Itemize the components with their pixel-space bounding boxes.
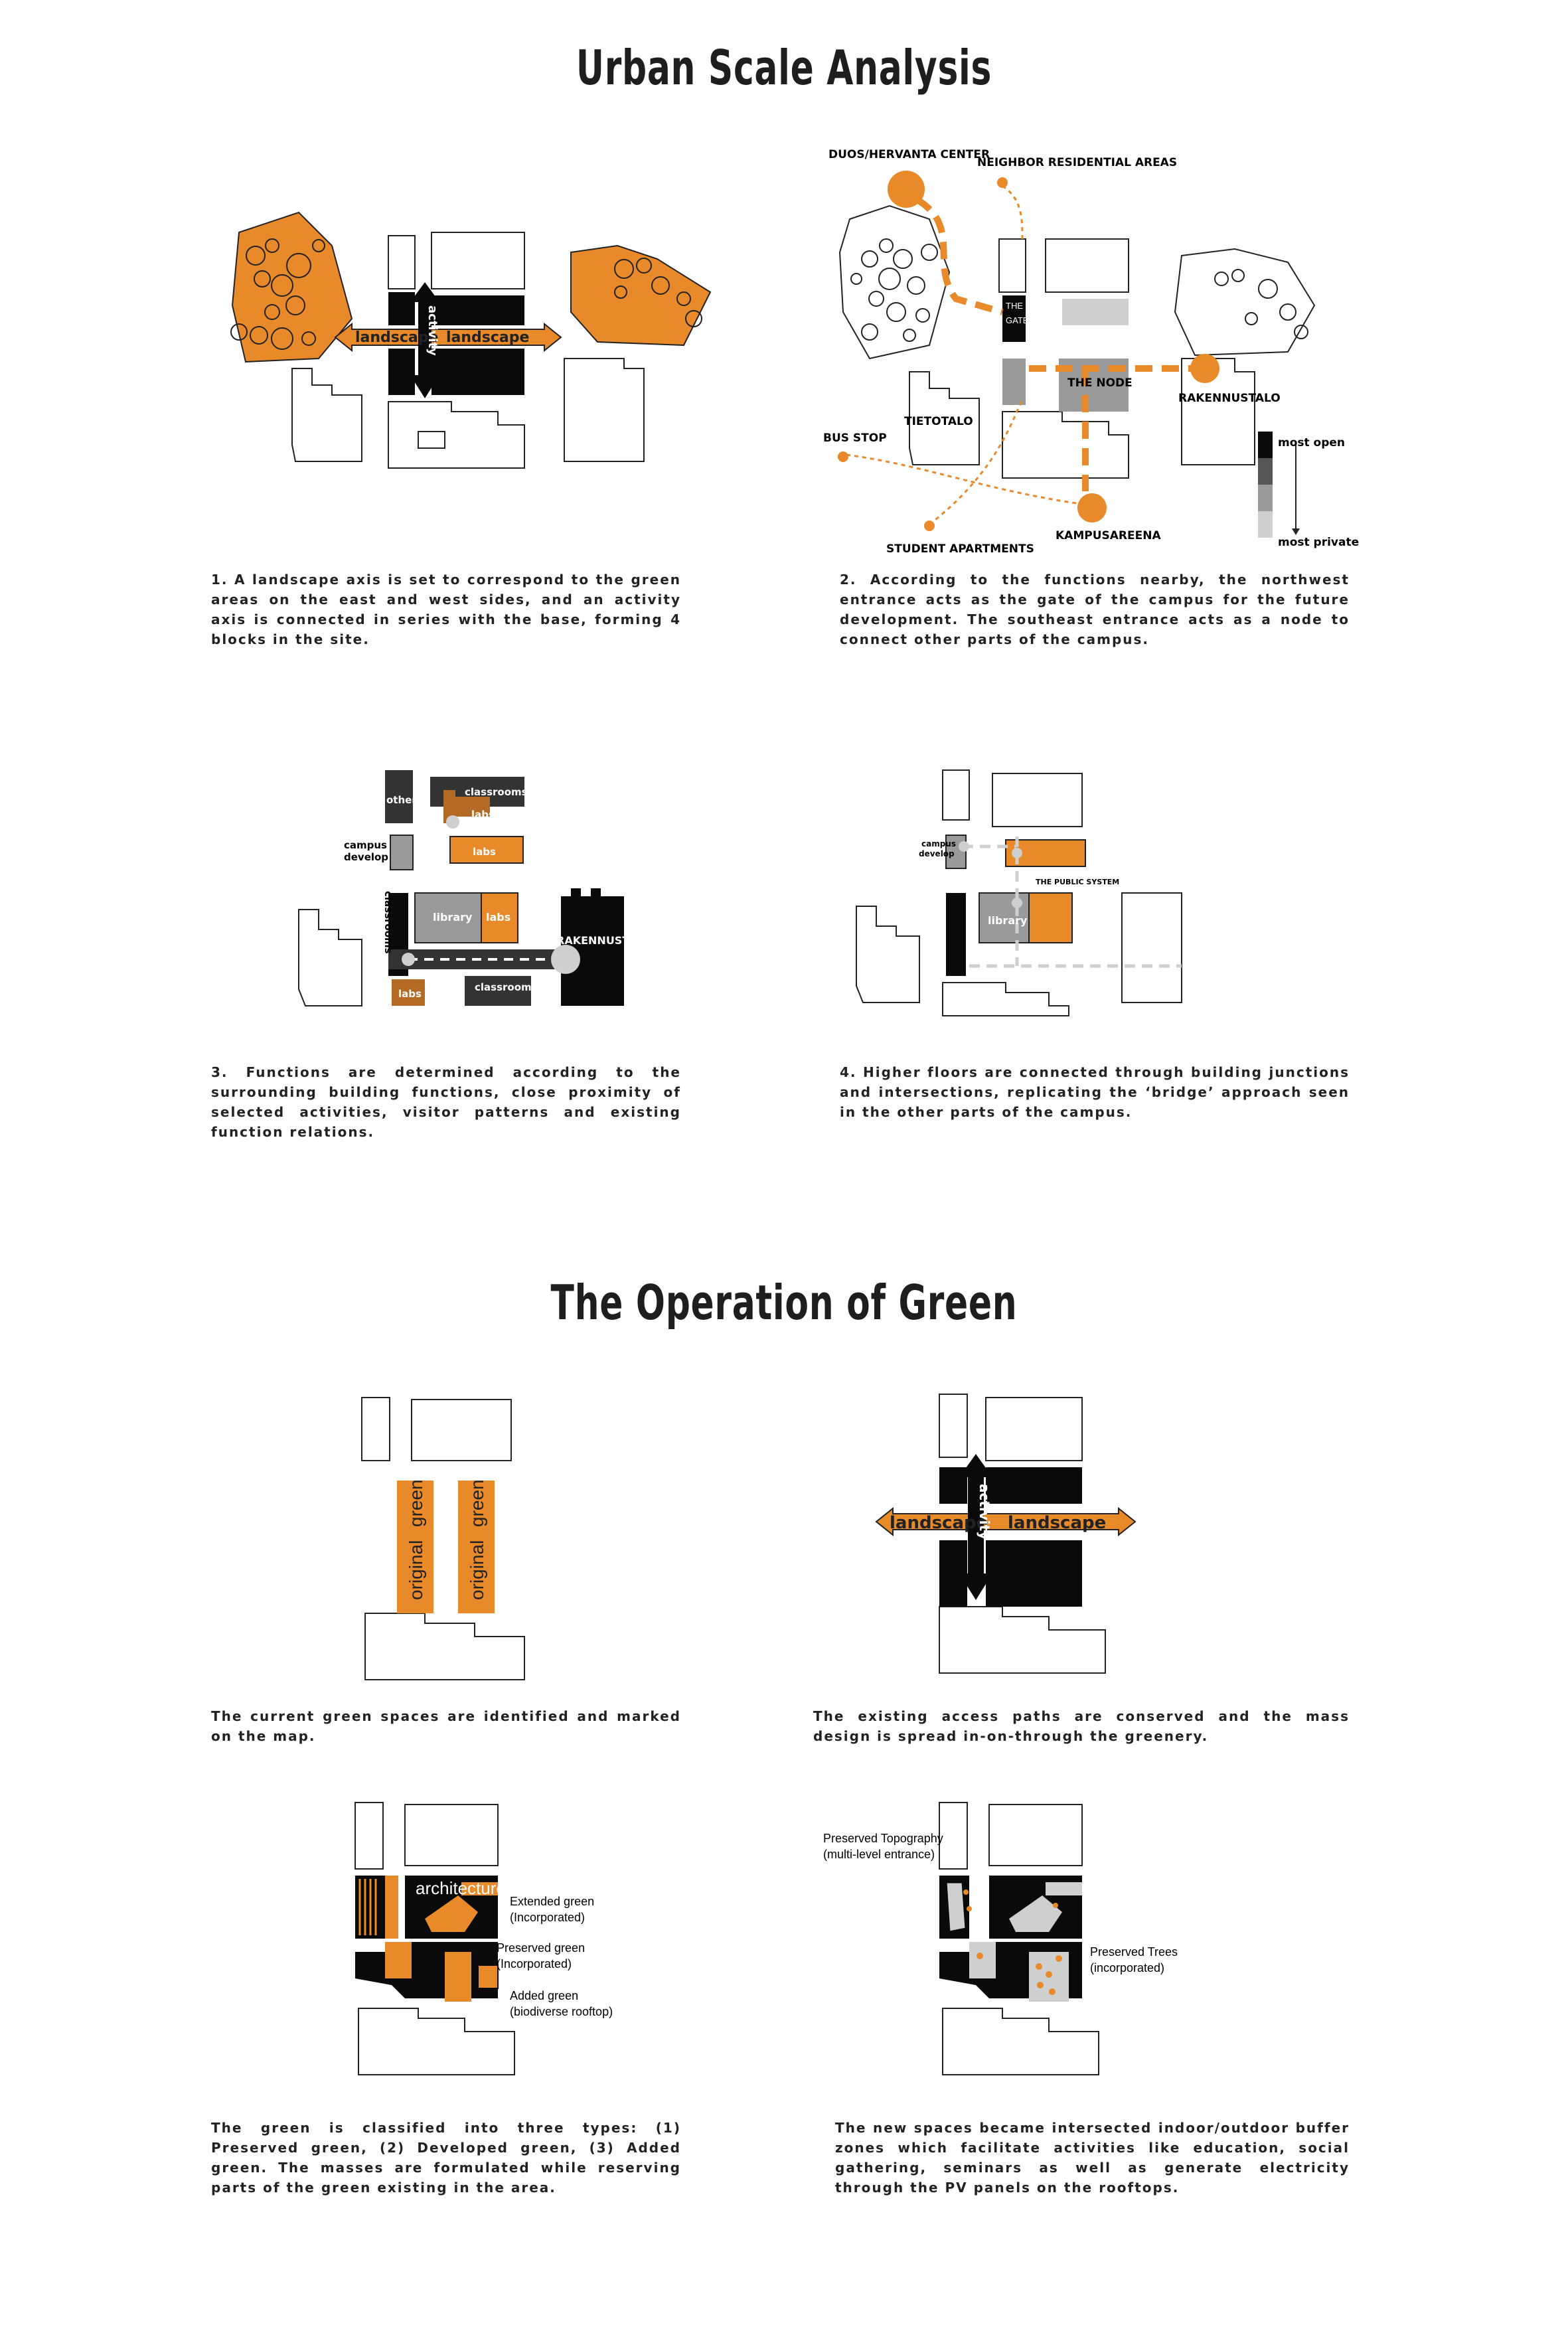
extended-green-sub-label: (Incorporated) [510, 1911, 585, 1924]
tietotalo-label: TIETOTALO [904, 415, 973, 428]
urban-scale-title: Urban Scale Analysis [576, 40, 992, 96]
rakennustalo-label: RAKENNUSTALO [1178, 392, 1281, 405]
architecture-label: architecture [416, 1878, 506, 1898]
caption-2: 2. According to the functions nearby, th… [840, 572, 1350, 647]
operation-of-green-title: The Operation of Green [550, 1275, 1018, 1330]
labs-2-label: labs [473, 846, 496, 858]
public-system-label: THE PUBLIC SYSTEM [1036, 878, 1119, 886]
caption-4: 4. Higher floors are connected through b… [840, 1064, 1350, 1120]
caption-8: The new spaces became intersected indoor… [835, 2120, 1350, 2196]
rakennustalo-function-label: RAKENNUSTALO [556, 934, 653, 947]
added-green-sub-label: (biodiverse rooftop) [510, 2005, 613, 2018]
landscape-left-label-6: landscape [890, 1513, 988, 1533]
landscape-left-label: landscape [355, 329, 438, 346]
green-2-label: green [467, 1479, 487, 1527]
preserved-topography-sub-label: (multi-level entrance) [823, 1848, 935, 1861]
student-apartments-label: STUDENT APARTMENTS [886, 542, 1034, 556]
library-label: library [433, 911, 473, 924]
most-open-label: most open [1278, 436, 1345, 449]
preserved-trees-sub-label: (incorporated) [1090, 1961, 1164, 1974]
added-green-label: Added green [510, 1989, 578, 2002]
extended-green-label: Extended green [510, 1895, 594, 1908]
caption-7: The green is classified into three types… [211, 2120, 681, 2196]
original-1-label: original [406, 1540, 426, 1600]
node-label: THE NODE [1067, 376, 1133, 390]
campus-label-4: campus [921, 839, 956, 848]
preserved-green-sub-label: (Incorporated) [497, 1957, 572, 1970]
gate-the-label: THE [1006, 301, 1023, 311]
green-1-label: green [406, 1479, 426, 1527]
classrooms-vertical-label: classrooms [382, 891, 394, 954]
landscape-right-label: landscape [446, 329, 529, 346]
develop-label-4: develop [919, 849, 955, 858]
kampusareena-label: KAMPUSAREENA [1056, 529, 1161, 542]
diagram-preserved-features: Preserved Topography (multi-level entran… [823, 1802, 1178, 2075]
caption-3: 3. Functions are determined according to… [211, 1064, 681, 1140]
labs-1-label: labs [471, 809, 495, 821]
labs-4-label: labs [398, 988, 422, 1000]
bus-stop-label: BUS STOP [823, 432, 887, 445]
diagram-functions: other classrooms labs labs campus develo… [298, 770, 653, 1006]
original-2-label: original [467, 1540, 487, 1600]
preserved-trees-label: Preserved Trees [1090, 1945, 1178, 1959]
diagram-landscape-activity-axis: landscape landscape activity [230, 211, 712, 469]
preserved-green-label: Preserved green [497, 1941, 585, 1955]
neighbor-label: NEIGHBOR RESIDENTIAL AREAS [977, 156, 1177, 169]
labs-3-label: labs [486, 911, 510, 924]
diagram-original-green: original green original green [361, 1397, 525, 1680]
caption-1: 1. A landscape axis is set to correspond… [211, 572, 681, 647]
caption-6: The existing access paths are conserved … [813, 1708, 1350, 1744]
campus-label: campus [344, 839, 387, 851]
diagram-access-paths: landscape landscape activity [875, 1394, 1137, 1674]
classroom-label: classroom [475, 981, 532, 993]
diagram-green-classification: architecture Extended green (Incorporate… [354, 1802, 613, 2075]
most-private-label: most private [1278, 536, 1359, 549]
classrooms-top-label: classrooms [465, 786, 528, 798]
diagram-public-system: campus develop THE PUBLIC SYSTEM library [856, 769, 1182, 1016]
develop-label: develop [344, 851, 388, 863]
activity-label-6: activity [977, 1484, 992, 1540]
diagram-gate-and-node: DUOS/HERVANTA CENTER NEIGHBOR RESIDENTIA… [823, 148, 1359, 556]
library-label-4: library [988, 914, 1028, 927]
caption-5: The current green spaces are identified … [211, 1708, 681, 1744]
other-label: other [386, 794, 417, 806]
preserved-topography-label: Preserved Topography [823, 1832, 943, 1845]
landscape-right-label-6: landscape [1008, 1513, 1106, 1533]
activity-label: activity [426, 305, 439, 356]
gate-label: GATE [1006, 315, 1029, 325]
duos-label: DUOS/HERVANTA CENTER [828, 148, 990, 161]
